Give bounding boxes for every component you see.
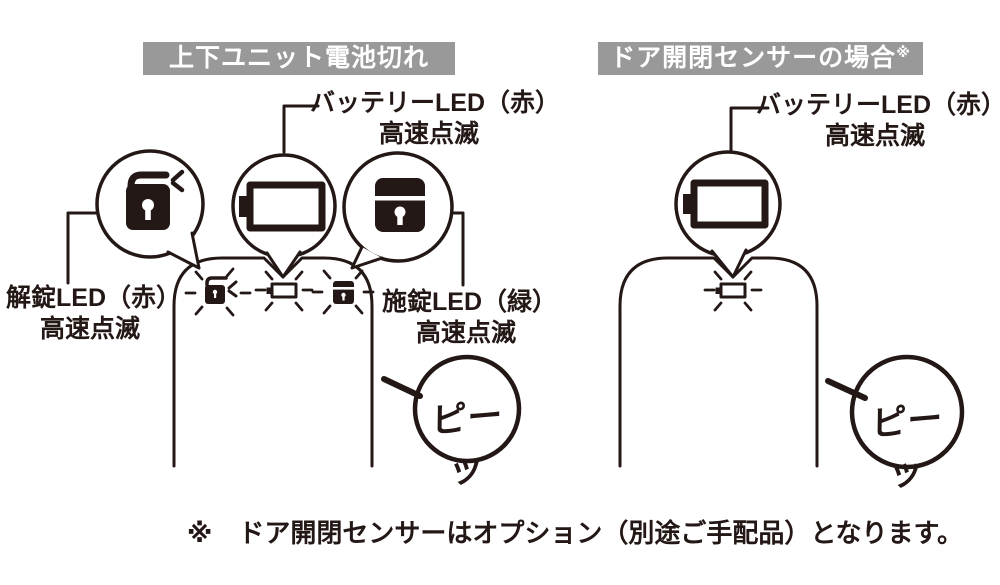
- blink-rays-lock: [311, 269, 375, 315]
- battery-led-label-left-line2: 高速点滅: [378, 120, 479, 149]
- connector-unlock: [66, 211, 102, 285]
- closed-padlock-icon: [375, 178, 425, 232]
- small-battery-led-icon-left: [266, 282, 298, 299]
- battery-bubble-right-tail: [710, 248, 748, 279]
- sound-bubble-icon-right: [849, 354, 965, 470]
- sound-line-right: [825, 378, 868, 401]
- small-battery-led-icon-right: [715, 282, 747, 299]
- battery-led-label-right-line2: 高速点滅: [824, 122, 925, 151]
- left-panel-header-label: 上下ユニット電池切れ: [168, 44, 429, 72]
- lock-led-label: 施錠LED（緑） 高速点滅: [382, 287, 558, 350]
- open-padlock-icon: [126, 169, 185, 230]
- battery-icon-left: [239, 181, 326, 232]
- battery-led-label-right-line1: バッテリーLED（赤）: [756, 91, 1000, 119]
- lock-bubble-tail: [350, 245, 384, 270]
- right-panel-header: ドア開閉センサーの場合※: [598, 42, 923, 75]
- lock-led-label-line1: 施錠LED（緑）: [382, 288, 558, 316]
- blink-rays-unlock: [184, 267, 252, 317]
- lock-led-label-line2: 高速点滅: [415, 319, 516, 348]
- battery-led-label-left: バッテリーLED（赤） 高速点滅: [310, 88, 561, 151]
- battery-led-label-left-line1: バッテリーLED（赤）: [310, 89, 561, 117]
- sound-line-left: [381, 376, 423, 399]
- blink-rays-battery-right: [703, 270, 763, 312]
- beep-text-right: ピーッ: [871, 398, 944, 494]
- connector-battery-right: [729, 106, 770, 153]
- small-unlock-led-icon: [205, 276, 238, 304]
- footnote: ※ ドア開閉センサーはオプション（別途ご手配品）となります。: [187, 518, 963, 548]
- connector-battery-left: [282, 104, 320, 154]
- battery-icon-right: [683, 179, 769, 229]
- battery-bubble-left-tail: [265, 250, 302, 279]
- unlock-led-label-line2: 高速点滅: [39, 315, 140, 344]
- battery-led-label-right: バッテリーLED（赤） 高速点滅: [756, 90, 1000, 153]
- unlock-led-label: 解錠LED（赤） 高速点滅: [6, 283, 182, 346]
- blink-rays-battery-left: [254, 270, 314, 312]
- unlock-bubble-tail: [166, 231, 201, 270]
- sound-bubble-icon-left: [412, 354, 522, 464]
- small-lock-led-icon: [333, 281, 354, 304]
- right-panel-header-label: ドア開閉センサーの場合: [610, 44, 897, 72]
- unlock-led-label-line1: 解錠LED（赤）: [6, 284, 182, 312]
- header-footnote-marker: ※: [896, 44, 911, 60]
- left-panel-header: 上下ユニット電池切れ: [143, 42, 455, 75]
- beep-text-left: ピーッ: [431, 395, 504, 491]
